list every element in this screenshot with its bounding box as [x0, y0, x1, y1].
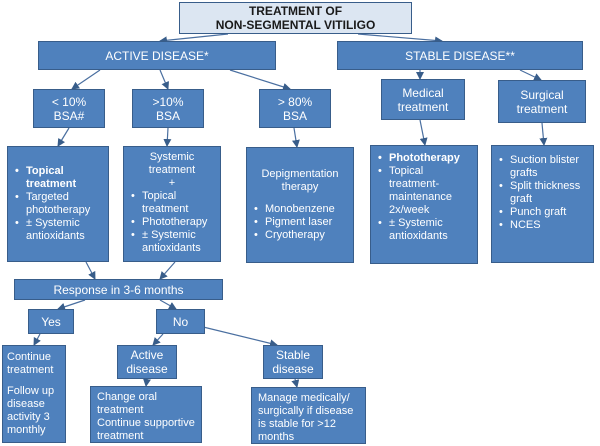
surgical-treatment-box: Surgical treatment [498, 80, 586, 123]
arrow-active-bsa3 [229, 69, 291, 91]
topical-item: Topical treatment [14, 165, 102, 191]
arrow-title-active [159, 33, 229, 45]
surgical-line1: Surgical [520, 87, 564, 102]
depig-item: Cryotherapy [253, 229, 335, 242]
bsa-over-10-box: >10% BSA [132, 89, 204, 128]
arrow-title-stable [357, 33, 443, 45]
bsa-under-10-line2: BSA# [53, 108, 85, 123]
response-box: Response in 3-6 months [14, 279, 223, 300]
medical-line2: treatment [397, 99, 449, 114]
bsa-under-10-line1: < 10% [51, 94, 87, 109]
stable-disease-label: STABLE DISEASE** [405, 48, 515, 63]
manage-medically-box: Manage medically/ surgically if disease … [251, 387, 366, 444]
photo-item: Phototherapy [377, 152, 471, 165]
depig-item: Monobenzene [253, 203, 335, 216]
arrow-systemic-response [159, 261, 176, 280]
surgical-line2: treatment [516, 101, 568, 116]
systemic-item: Phototherapy [130, 216, 214, 229]
systemic-item: ± Systemic antioxidants [130, 229, 214, 255]
bsa-under-10-box: < 10% BSA# [33, 89, 105, 128]
arrow-bsa2-systemic [163, 127, 172, 147]
depig-head1: Depigmentation [261, 168, 339, 180]
stable-disease-outcome-box: Stable disease [263, 345, 323, 379]
bsa-over-80-line2: BSA [282, 108, 307, 123]
arrow-response-yes [57, 299, 86, 311]
photo-item: ± Systemic antioxidants [377, 217, 471, 243]
arrow-no-active [152, 333, 164, 346]
phototherapy-box: Phototherapy Topical treatment-maintenan… [370, 145, 478, 264]
systemic-item: Topical treatment [130, 190, 214, 216]
arrow-stable-manage [291, 378, 300, 388]
arrow-bsa3-depig [291, 127, 300, 148]
oral-item: Continue supportive treatment [97, 417, 195, 442]
topical-treatment-box: Topical treatment Targeted phototherapy … [7, 146, 109, 262]
bsa-over-10-line2: BSA [155, 108, 180, 123]
depigmentation-box: Depigmentation therapy Monobenzene Pigme… [246, 147, 354, 263]
systemic-plus: + [168, 177, 176, 189]
surgical-options-box: Suction blister grafts Split thickness g… [491, 145, 594, 263]
yes-box: Yes [28, 309, 74, 334]
active2-line1: Active [130, 348, 164, 362]
surg-item: Split thickness graft [498, 180, 587, 206]
arrow-no-stable [194, 324, 278, 348]
surg-item: Suction blister grafts [498, 154, 587, 180]
photo-item: Topical treatment-maintenance 2x/week [377, 165, 471, 217]
active2-line2: disease [126, 362, 168, 376]
bsa-over-80-box: > 80% BSA [259, 89, 331, 128]
arrow-bsa1-topical [57, 127, 70, 147]
active-disease-box: ACTIVE DISEASE* [38, 41, 276, 70]
title-line2: NON-SEGMENTAL VITILIGO [215, 18, 376, 32]
no-box: No [156, 309, 205, 334]
change-oral-box: Change oral treatment Continue supportiv… [90, 386, 202, 443]
depig-head2: therapy [281, 181, 319, 193]
topical-item: Targeted phototherapy [14, 191, 102, 217]
arrow-active-bsa1 [71, 69, 101, 90]
no-label: No [172, 314, 189, 329]
topical-item: ± Systemic antioxidants [14, 217, 102, 243]
continue-treatment-box: Continue treatment Follow up disease act… [2, 345, 66, 443]
manage-text: Manage medically/ surgically if disease … [258, 392, 354, 443]
arrow-active-oral [143, 378, 151, 387]
medical-treatment-box: Medical treatment [381, 79, 465, 120]
arrow-surgical-surg [539, 122, 548, 146]
arrow-medical-photo [419, 119, 428, 146]
response-label: Response in 3-6 months [53, 282, 184, 297]
bsa-over-80-line1: > 80% [277, 94, 313, 109]
bsa-over-10-line1: >10% [152, 94, 184, 109]
diagram-title: TREATMENT OF NON-SEGMENTAL VITILIGO [179, 2, 412, 34]
stable-disease-box: STABLE DISEASE** [337, 41, 583, 70]
title-line1: TREATMENT OF [248, 4, 343, 18]
systemic-head2: treatment [148, 164, 196, 176]
stable2-line2: disease [272, 362, 314, 376]
stable2-line1: Stable [275, 348, 311, 362]
oral-item: Change oral treatment [97, 391, 157, 416]
active-disease-outcome-box: Active disease [117, 345, 177, 379]
surg-item: NCES [498, 219, 587, 232]
systemic-head1: Systemic [149, 151, 195, 163]
surg-item: Punch graft [498, 206, 587, 219]
active-disease-label: ACTIVE DISEASE* [105, 48, 209, 63]
continue-item: Follow up disease activity 3 monthly [7, 385, 55, 436]
continue-item: Continue treatment [7, 351, 54, 376]
systemic-treatment-box: Systemic treatment + Topical treatment P… [123, 146, 221, 262]
arrow-response-no [159, 299, 177, 310]
depig-item: Pigment laser [253, 216, 335, 229]
medical-line1: Medical [402, 85, 444, 100]
yes-label: Yes [41, 314, 61, 329]
arrow-active-bsa2 [159, 69, 169, 90]
arrow-topical-response [85, 261, 96, 280]
arrow-yes-continue [33, 333, 41, 346]
arrow-stable-surgical [519, 69, 542, 81]
